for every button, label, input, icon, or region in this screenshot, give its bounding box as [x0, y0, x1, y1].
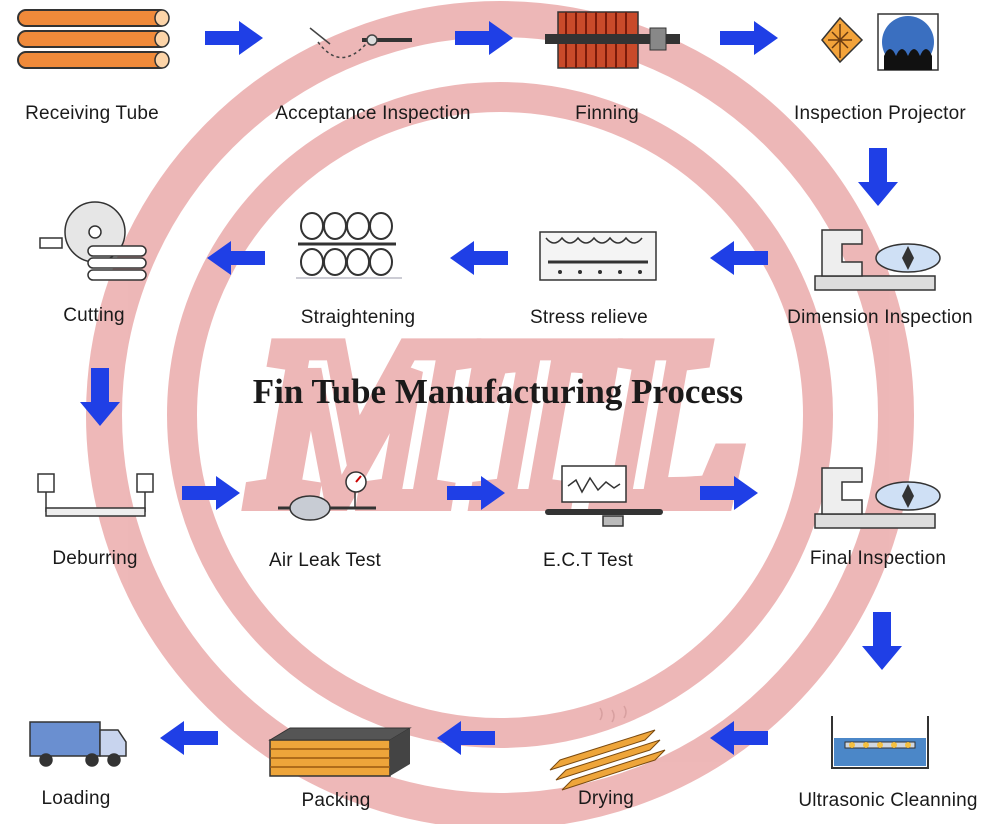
flow-arrow-7	[207, 241, 265, 275]
flow-arrow-4	[858, 148, 898, 206]
flow-arrow-15	[160, 721, 218, 755]
watermark-seal: MTL	[86, 1, 914, 824]
step-label-7: Straightening	[300, 307, 416, 328]
step-label-16: Loading	[41, 788, 111, 809]
acceptance-inspection-icon	[309, 27, 412, 59]
straightening-icon	[296, 212, 402, 279]
flow-arrow-2	[455, 21, 513, 55]
step-label-2: Acceptance Inspection	[275, 103, 471, 124]
flow-arrow-11	[700, 476, 758, 510]
air-leak-test-icon	[278, 471, 376, 521]
flow-arrow-12	[862, 612, 902, 670]
step-label-14: Drying	[577, 788, 635, 809]
receiving-tube-icon	[17, 9, 170, 69]
flow-arrow-13	[710, 721, 768, 755]
ect-test-icon	[545, 465, 663, 527]
stress-relieve-icon	[539, 231, 657, 281]
step-label-4: Inspection Projector	[794, 103, 966, 124]
step-label-13: Ultrasonic Cleanning	[798, 790, 978, 811]
ultrasonic-cleaning-icon	[831, 716, 929, 769]
step-label-12: Final Inspection	[809, 548, 947, 569]
flow-arrow-8	[80, 368, 120, 426]
flow-arrow-6	[450, 241, 508, 275]
flow-arrow-14	[437, 721, 495, 755]
dimension-inspection-icon	[814, 229, 941, 291]
step-label-3: Finning	[575, 103, 639, 124]
flow-arrow-3	[720, 21, 778, 55]
flow-arrow-9	[182, 476, 240, 510]
step-label-9: Deburring	[52, 548, 138, 569]
inspection-projector-icon	[821, 13, 939, 71]
loading-truck-icon	[29, 721, 127, 767]
diagram-title: Fin Tube Manufacturing Process	[252, 372, 744, 411]
cutting-icon	[39, 201, 147, 281]
step-label-5: Dimension Inspection	[787, 307, 973, 328]
packing-icon	[268, 727, 412, 777]
drying-icon	[549, 705, 666, 791]
flow-arrow-1	[205, 21, 263, 55]
flow-arrow-5	[710, 241, 768, 275]
finning-icon	[545, 11, 680, 69]
step-label-10: Air Leak Test	[268, 550, 382, 571]
final-inspection-icon	[814, 467, 941, 529]
flow-arrows	[80, 21, 902, 755]
step-label-15: Packing	[301, 790, 371, 811]
step-label-11: E.C.T Test	[543, 550, 633, 571]
step-label-8: Cutting	[63, 305, 125, 326]
step-label-6: Stress relieve	[530, 307, 648, 328]
deburring-icon	[37, 473, 154, 517]
step-label-1: Receiving Tube	[25, 103, 159, 124]
flow-arrow-10	[447, 476, 505, 510]
